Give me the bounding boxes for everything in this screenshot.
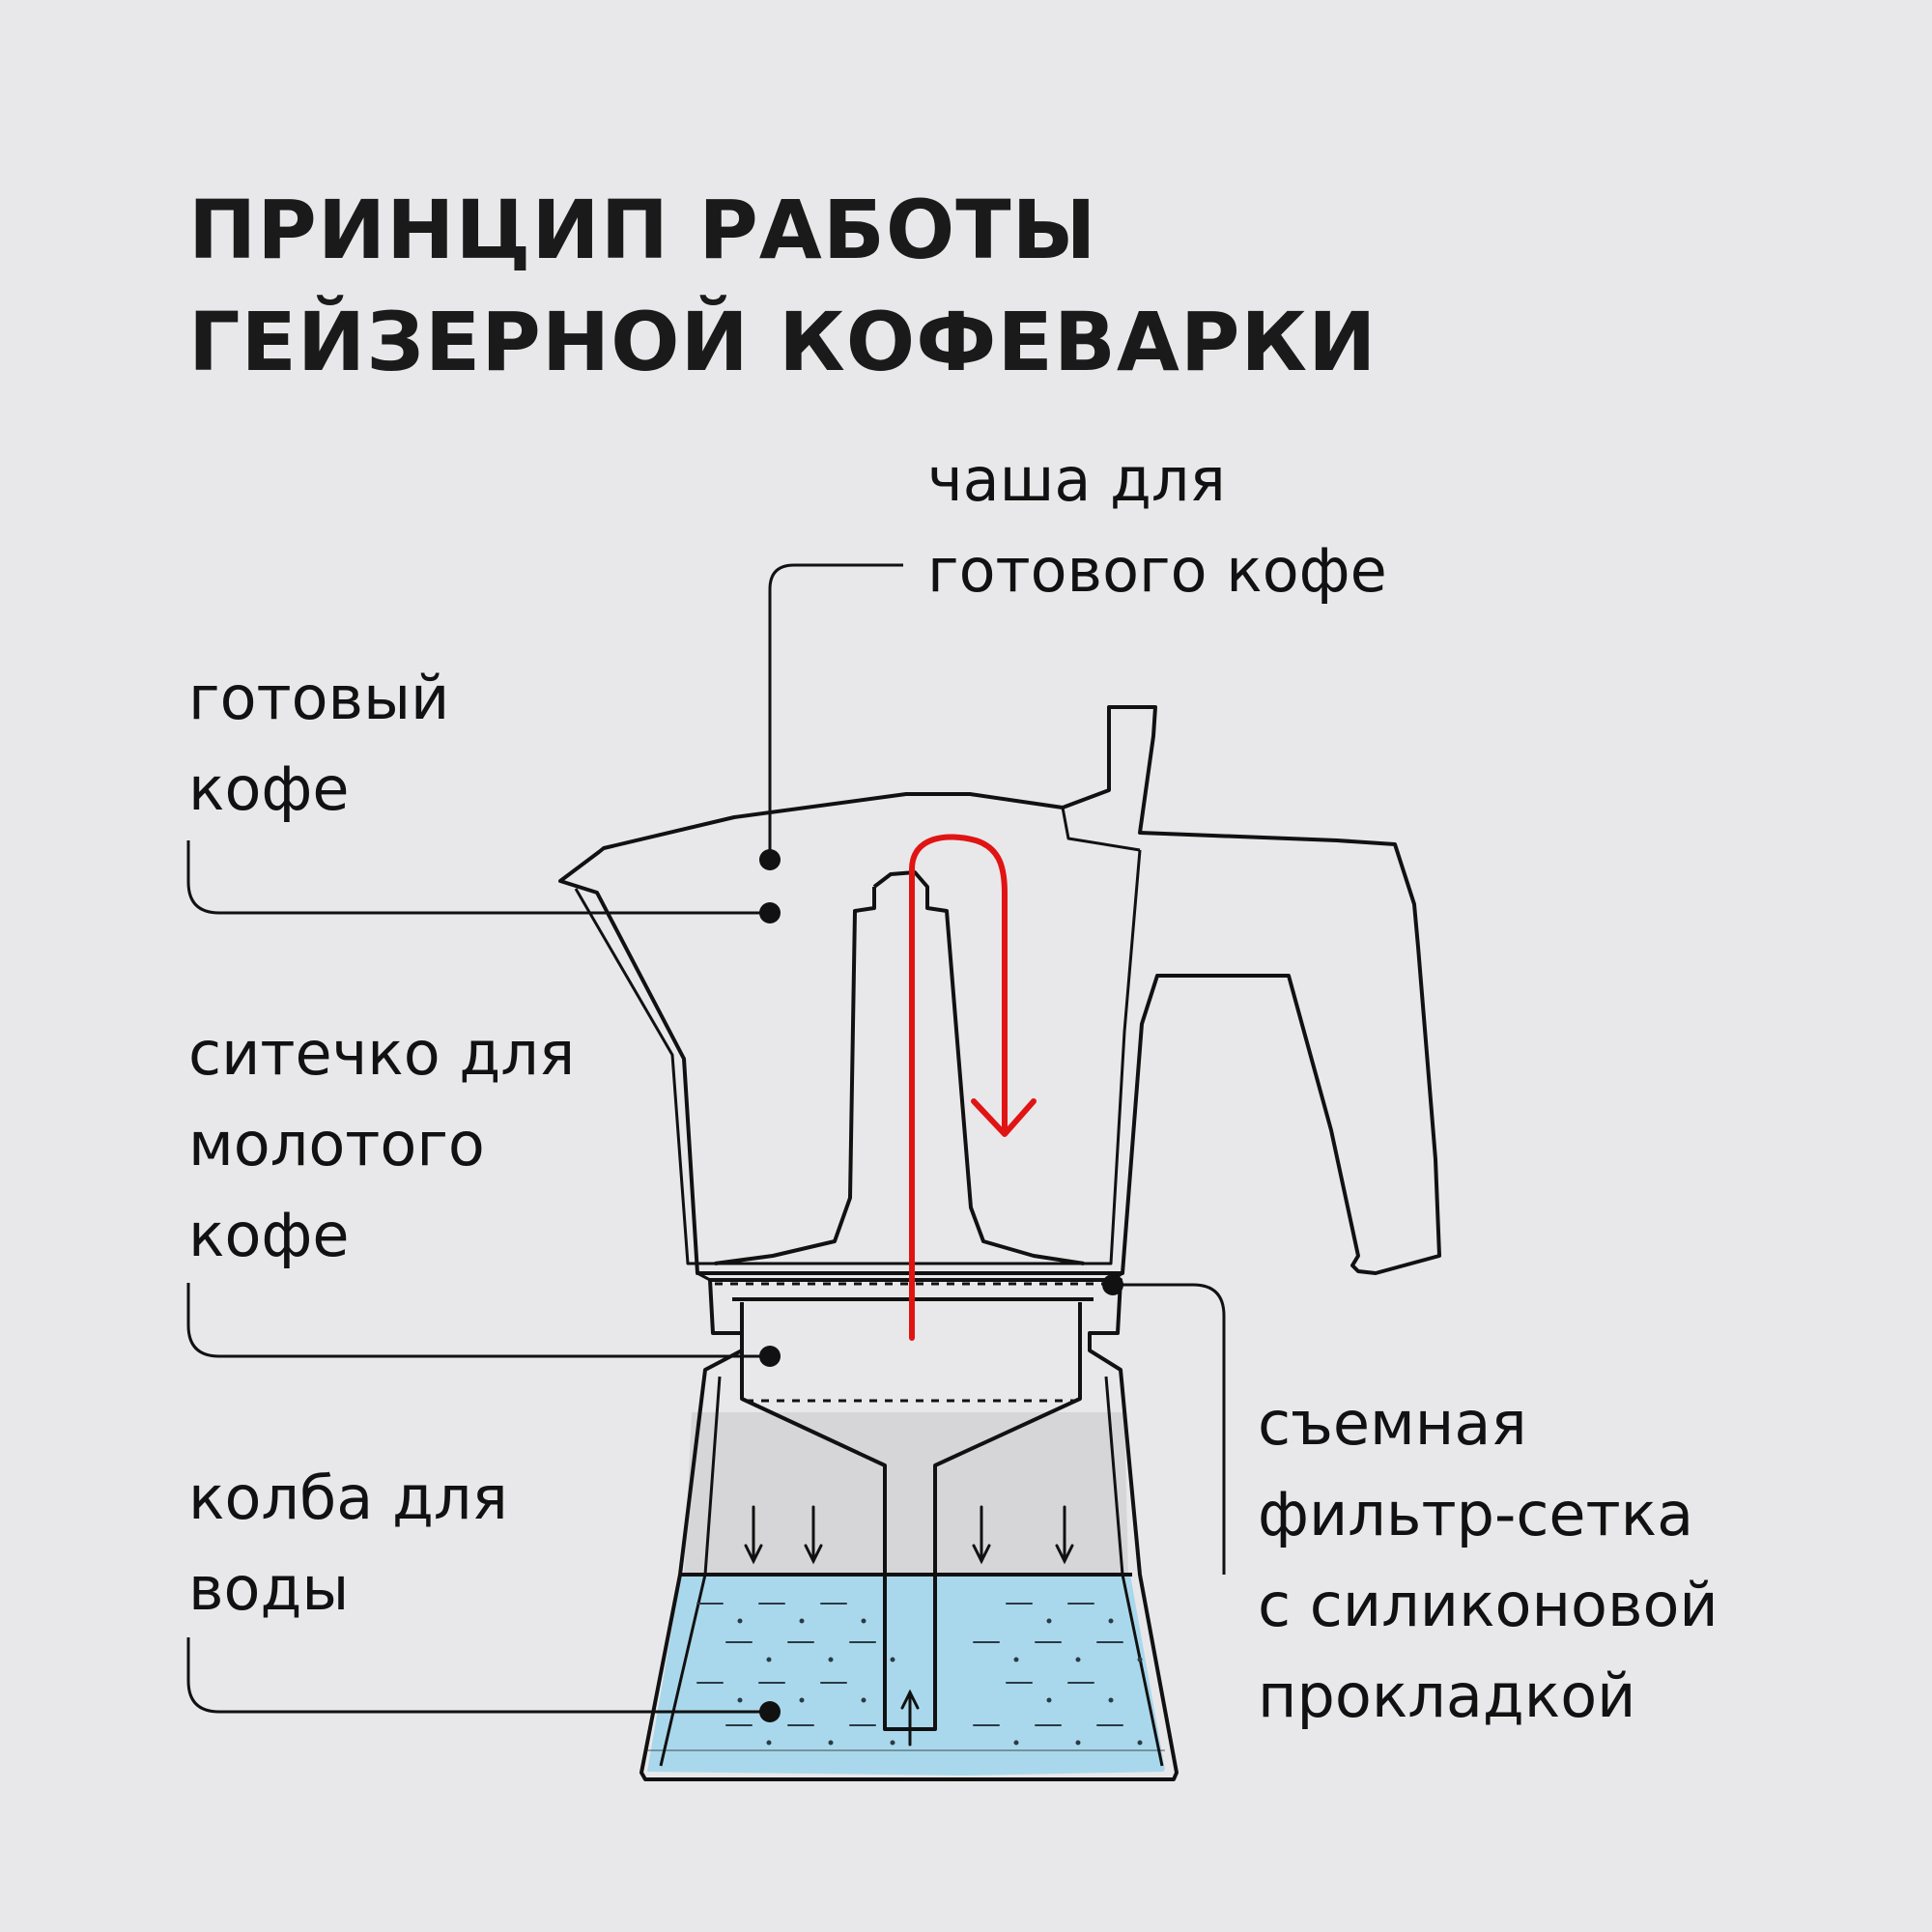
water-ripple-dot xyxy=(890,1657,895,1662)
label-filter-line-3: с силиконовой xyxy=(1258,1570,1719,1640)
label-basket-line-1: ситечко для xyxy=(188,1018,576,1089)
pressure-arrow xyxy=(804,1505,823,1565)
water-ripple-dot xyxy=(890,1740,895,1746)
pressure-arrow xyxy=(744,1505,763,1565)
water-ripple-dot xyxy=(1137,1657,1143,1662)
water-ripple-dot xyxy=(1108,1618,1114,1624)
label-ready-coffee-line-2: кофе xyxy=(188,753,350,824)
callout-dots xyxy=(759,849,1123,1722)
leader-line-basket xyxy=(186,1283,770,1358)
leader-line-filter xyxy=(1113,1283,1226,1575)
leader-lines xyxy=(186,563,1226,1714)
upper-bowl xyxy=(558,705,1441,1282)
leader-line-bowl xyxy=(768,563,903,860)
page-title: ПРИНЦИП РАБОТЫ ГЕЙЗЕРНОЙ КОФЕВАРКИ xyxy=(188,174,1377,398)
pressure-arrow xyxy=(972,1505,991,1565)
coffee-flow-arrow xyxy=(909,834,1037,1341)
water-ripple-dot xyxy=(1013,1740,1019,1746)
water-ripple-dot xyxy=(766,1740,772,1746)
label-filter-line-2: фильтр-сетка xyxy=(1258,1479,1694,1549)
water-ripple-dot xyxy=(1046,1618,1052,1624)
leader-line-ready-coffee xyxy=(186,840,770,915)
water-ripple-dot xyxy=(766,1657,772,1662)
label-basket: ситечко для молотого кофе xyxy=(188,1009,575,1281)
callout-dot-filter xyxy=(1102,1274,1123,1295)
water-ripple-dot xyxy=(1075,1740,1081,1746)
water-ripple-dot xyxy=(1013,1657,1019,1662)
label-filter: съемная фильтр-сетка с силиконовой прокл… xyxy=(1258,1378,1719,1742)
water-ripples xyxy=(696,1603,1143,1746)
label-basket-line-2: молотого xyxy=(188,1109,485,1179)
water-ripple-dot xyxy=(1108,1697,1114,1703)
water-ripple-dot xyxy=(1046,1697,1052,1703)
water-rise-arrow xyxy=(900,1689,920,1747)
callout-dot-ready-coffee xyxy=(759,902,781,923)
water-ripple-dot xyxy=(1075,1657,1081,1662)
title-line-1: ПРИНЦИП РАБОТЫ xyxy=(188,183,1097,277)
callout-dot-bowl xyxy=(759,849,781,870)
water-flask xyxy=(639,1278,1179,1781)
water-ripple-dot xyxy=(737,1697,743,1703)
label-filter-line-1: съемная xyxy=(1258,1388,1527,1459)
water-ripple-dot xyxy=(799,1697,805,1703)
label-basket-line-3: кофе xyxy=(188,1200,350,1270)
water-ripple-dot xyxy=(799,1618,805,1624)
water-ripple-dot xyxy=(737,1618,743,1624)
label-ready-coffee-line-1: готовый xyxy=(188,663,450,733)
label-flask-line-2: воды xyxy=(188,1553,350,1624)
label-bowl: чаша для готового кофе xyxy=(927,435,1387,616)
callout-dot-flask xyxy=(759,1701,781,1722)
label-flask: колба для воды xyxy=(188,1453,508,1634)
label-filter-line-4: прокладкой xyxy=(1258,1661,1636,1731)
water-ripple-dot xyxy=(1137,1740,1143,1746)
steam-area xyxy=(684,1412,1128,1575)
label-flask-line-1: колба для xyxy=(188,1463,508,1533)
water-ripple-dot xyxy=(861,1697,867,1703)
leader-line-flask xyxy=(186,1637,770,1714)
water-ripple-dot xyxy=(861,1618,867,1624)
water-fill xyxy=(647,1575,1165,1776)
pressure-arrow xyxy=(1055,1505,1074,1565)
water-ripple-dot xyxy=(828,1740,834,1746)
label-ready-coffee: готовый кофе xyxy=(188,653,449,835)
pressure-arrows xyxy=(744,1505,1074,1565)
label-bowl-line-2: готового кофе xyxy=(927,535,1387,606)
water-ripple-dot xyxy=(828,1657,834,1662)
label-bowl-line-1: чаша для xyxy=(927,444,1226,515)
callout-dot-basket xyxy=(759,1346,781,1367)
title-line-2: ГЕЙЗЕРНОЙ КОФЕВАРКИ xyxy=(188,295,1378,389)
